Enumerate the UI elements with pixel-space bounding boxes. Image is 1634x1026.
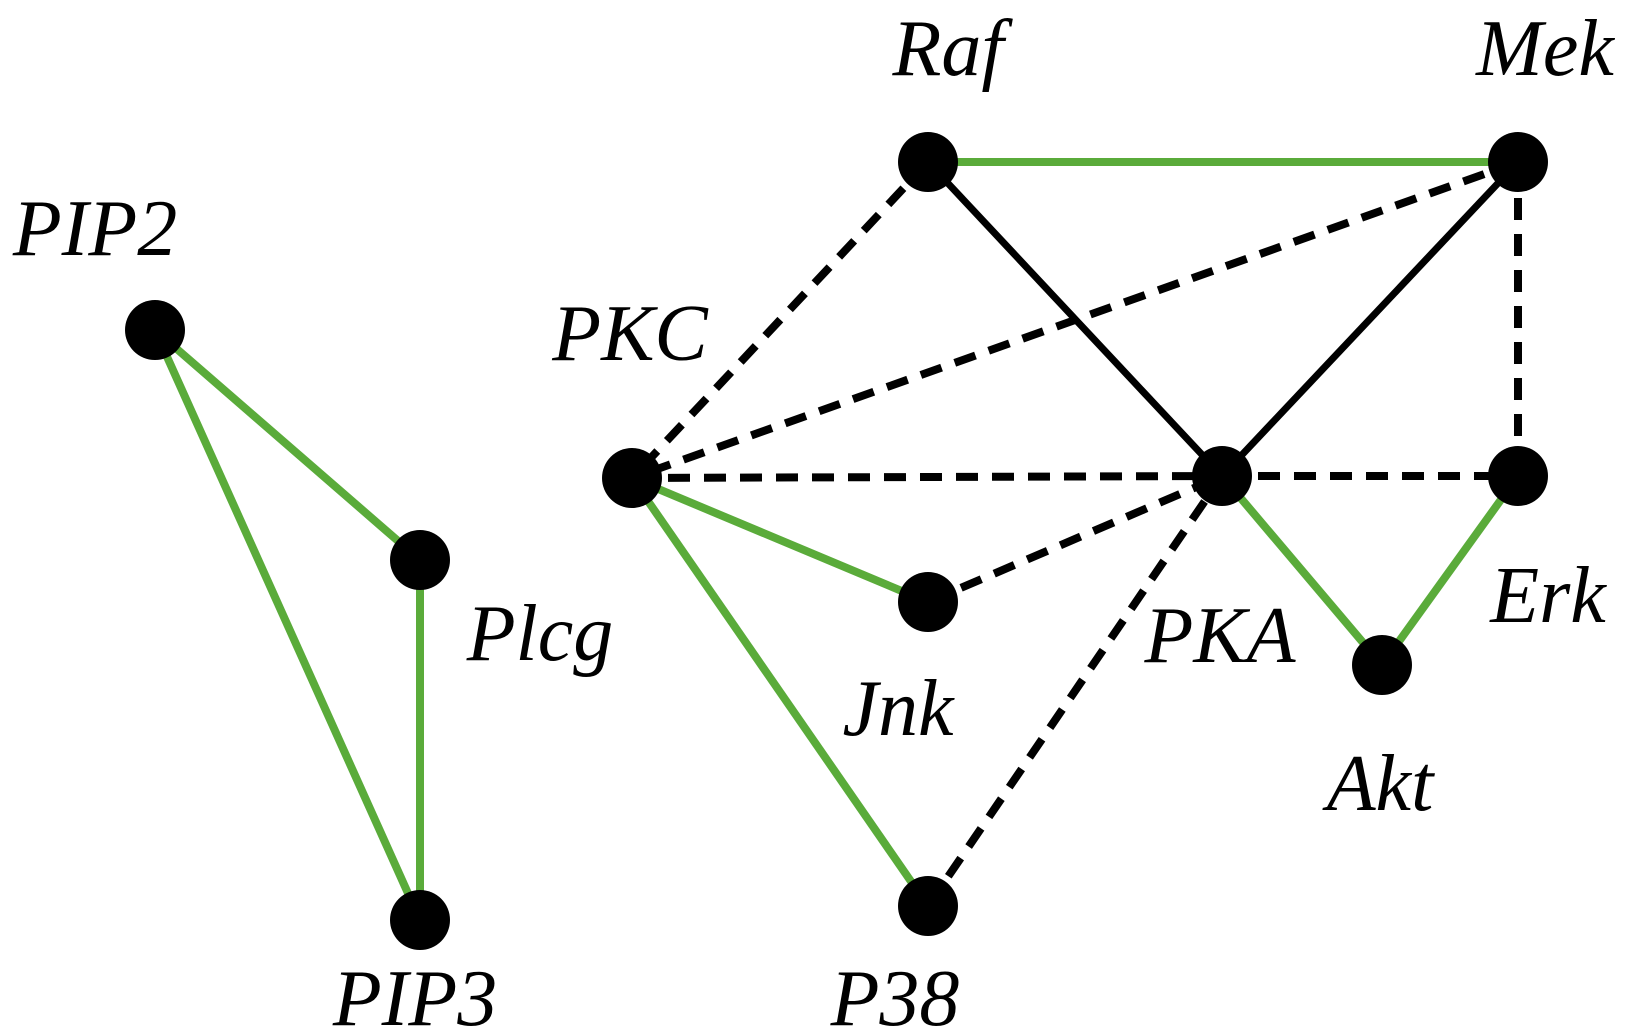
edge-jnk-pka [926,472,1224,606]
node-label-akt: Akt [1322,740,1435,828]
node-jnk [898,572,958,632]
edge-pip2-plcg [152,326,423,564]
edge-raf-pkc [629,159,931,481]
node-pip3 [390,890,450,950]
node-label-mek: Mek [1475,5,1615,93]
node-label-pip2: PIP2 [12,185,177,273]
edge-erk-akt [1378,473,1522,668]
node-pka [1192,446,1252,506]
edge-pip2-pip3 [151,328,424,922]
node-label-plcg: Plcg [466,590,614,678]
edges-layer [151,158,1522,922]
node-mek [1488,132,1548,192]
edge-mek-pkc [630,158,1520,482]
node-label-jnk: Jnk [842,665,955,753]
edge-p38-pka [924,473,1226,909]
node-erk [1488,446,1548,506]
edge-pkc-pka [631,472,1223,482]
edge-pka-akt [1218,473,1386,668]
edge-pkc-p38 [628,475,932,909]
node-label-erk: Erk [1489,552,1607,640]
node-p38 [898,876,958,936]
edge-mek-pka [1219,159,1521,479]
node-label-raf: Raf [891,5,1013,93]
node-plcg [390,530,450,590]
node-pip2 [125,300,185,360]
node-label-p38: P38 [830,955,960,1026]
node-label-pkc: PKC [551,290,709,378]
edge-pkc-jnk [630,474,930,606]
node-label-pip3: PIP3 [332,955,497,1026]
node-akt [1352,635,1412,695]
node-label-pka: PKA [1143,592,1296,680]
node-raf [898,132,958,192]
nodes-layer [125,132,1548,950]
node-pkc [602,448,662,508]
